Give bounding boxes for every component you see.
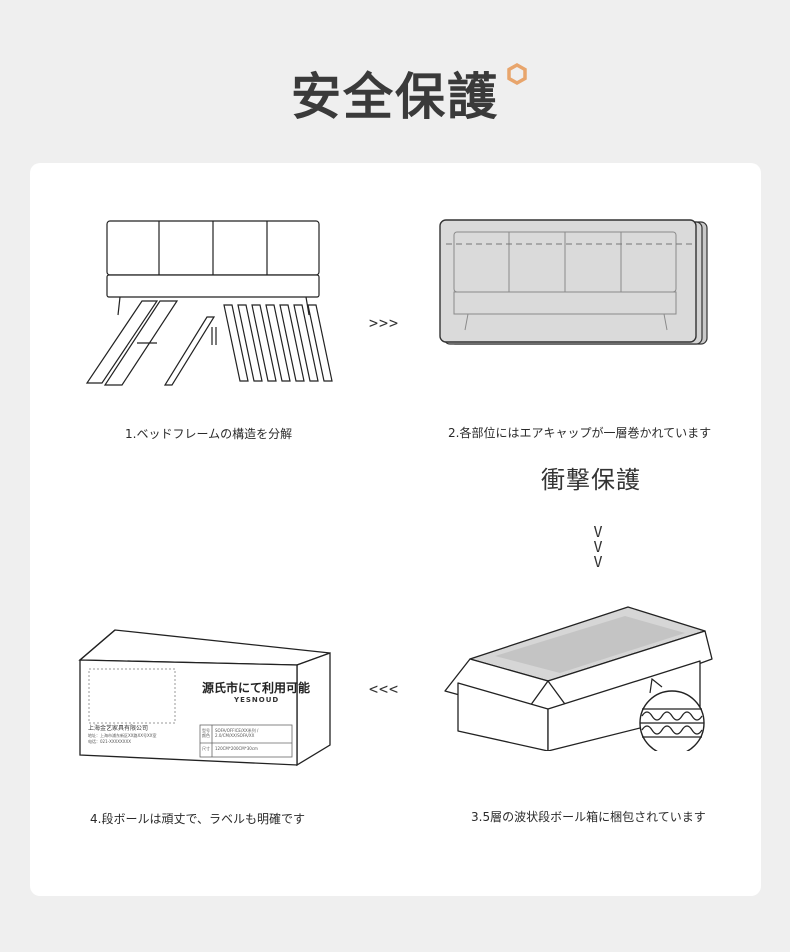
bubble-wrapped-bed-icon xyxy=(439,219,708,345)
corrugated-box-icon xyxy=(444,606,713,751)
page-title: 安全保護 xyxy=(291,62,527,132)
box-row2-head: 尺寸 xyxy=(202,746,210,751)
arrow-down-1: V xyxy=(593,523,603,541)
box-row1-head: 型号 颜色 xyxy=(202,728,210,738)
arrow-down-2: V xyxy=(593,538,603,556)
box-headline: 源氏市にて利用可能 xyxy=(202,681,311,695)
box-phone: 电话：021-XXXXXXXX xyxy=(88,739,131,744)
box-brand: YESNOUD xyxy=(234,696,280,704)
arrow-left: <<< xyxy=(369,680,400,698)
box-company: 上海金艺家具有限公司 xyxy=(88,725,149,732)
disassembled-bed-frame-icon xyxy=(85,220,333,386)
title-wrap: 安全保護 xyxy=(0,62,790,132)
impact-protection-label: 衝撃保護 xyxy=(541,466,641,494)
step-3-caption: 3.5層の波状段ボール箱に梱包されています xyxy=(471,810,706,824)
step-2-caption: 2.各部位にはエアキャップが一層巻かれています xyxy=(448,426,712,440)
box-row1-text: SOFA/OFFICE/XX系列 / 2.0/CM/XX/SOFA/XX xyxy=(215,728,259,738)
page-title-text: 安全保護 xyxy=(291,68,499,126)
arrow-down: V V V xyxy=(590,525,606,570)
box-row2-text: 120CM*200CM*30cm xyxy=(215,746,258,751)
labeled-box-icon xyxy=(78,629,331,767)
arrow-down-3: V xyxy=(593,553,603,571)
protection-card: >>> 1.ベッドフレームの構造を分解 2.各部位にはエアキャップが一層巻かれて… xyxy=(30,163,761,896)
step-1-caption: 1.ベッドフレームの構造を分解 xyxy=(125,427,293,441)
arrow-right: >>> xyxy=(369,314,400,332)
corrugated-detail xyxy=(639,677,705,751)
box-address: 地址：上海市浦东新区XX路XX号XX室 xyxy=(88,733,157,738)
hexagon-icon xyxy=(507,62,527,86)
step-4-caption: 4.段ボールは頑丈で、ラベルも明確です xyxy=(90,812,305,826)
